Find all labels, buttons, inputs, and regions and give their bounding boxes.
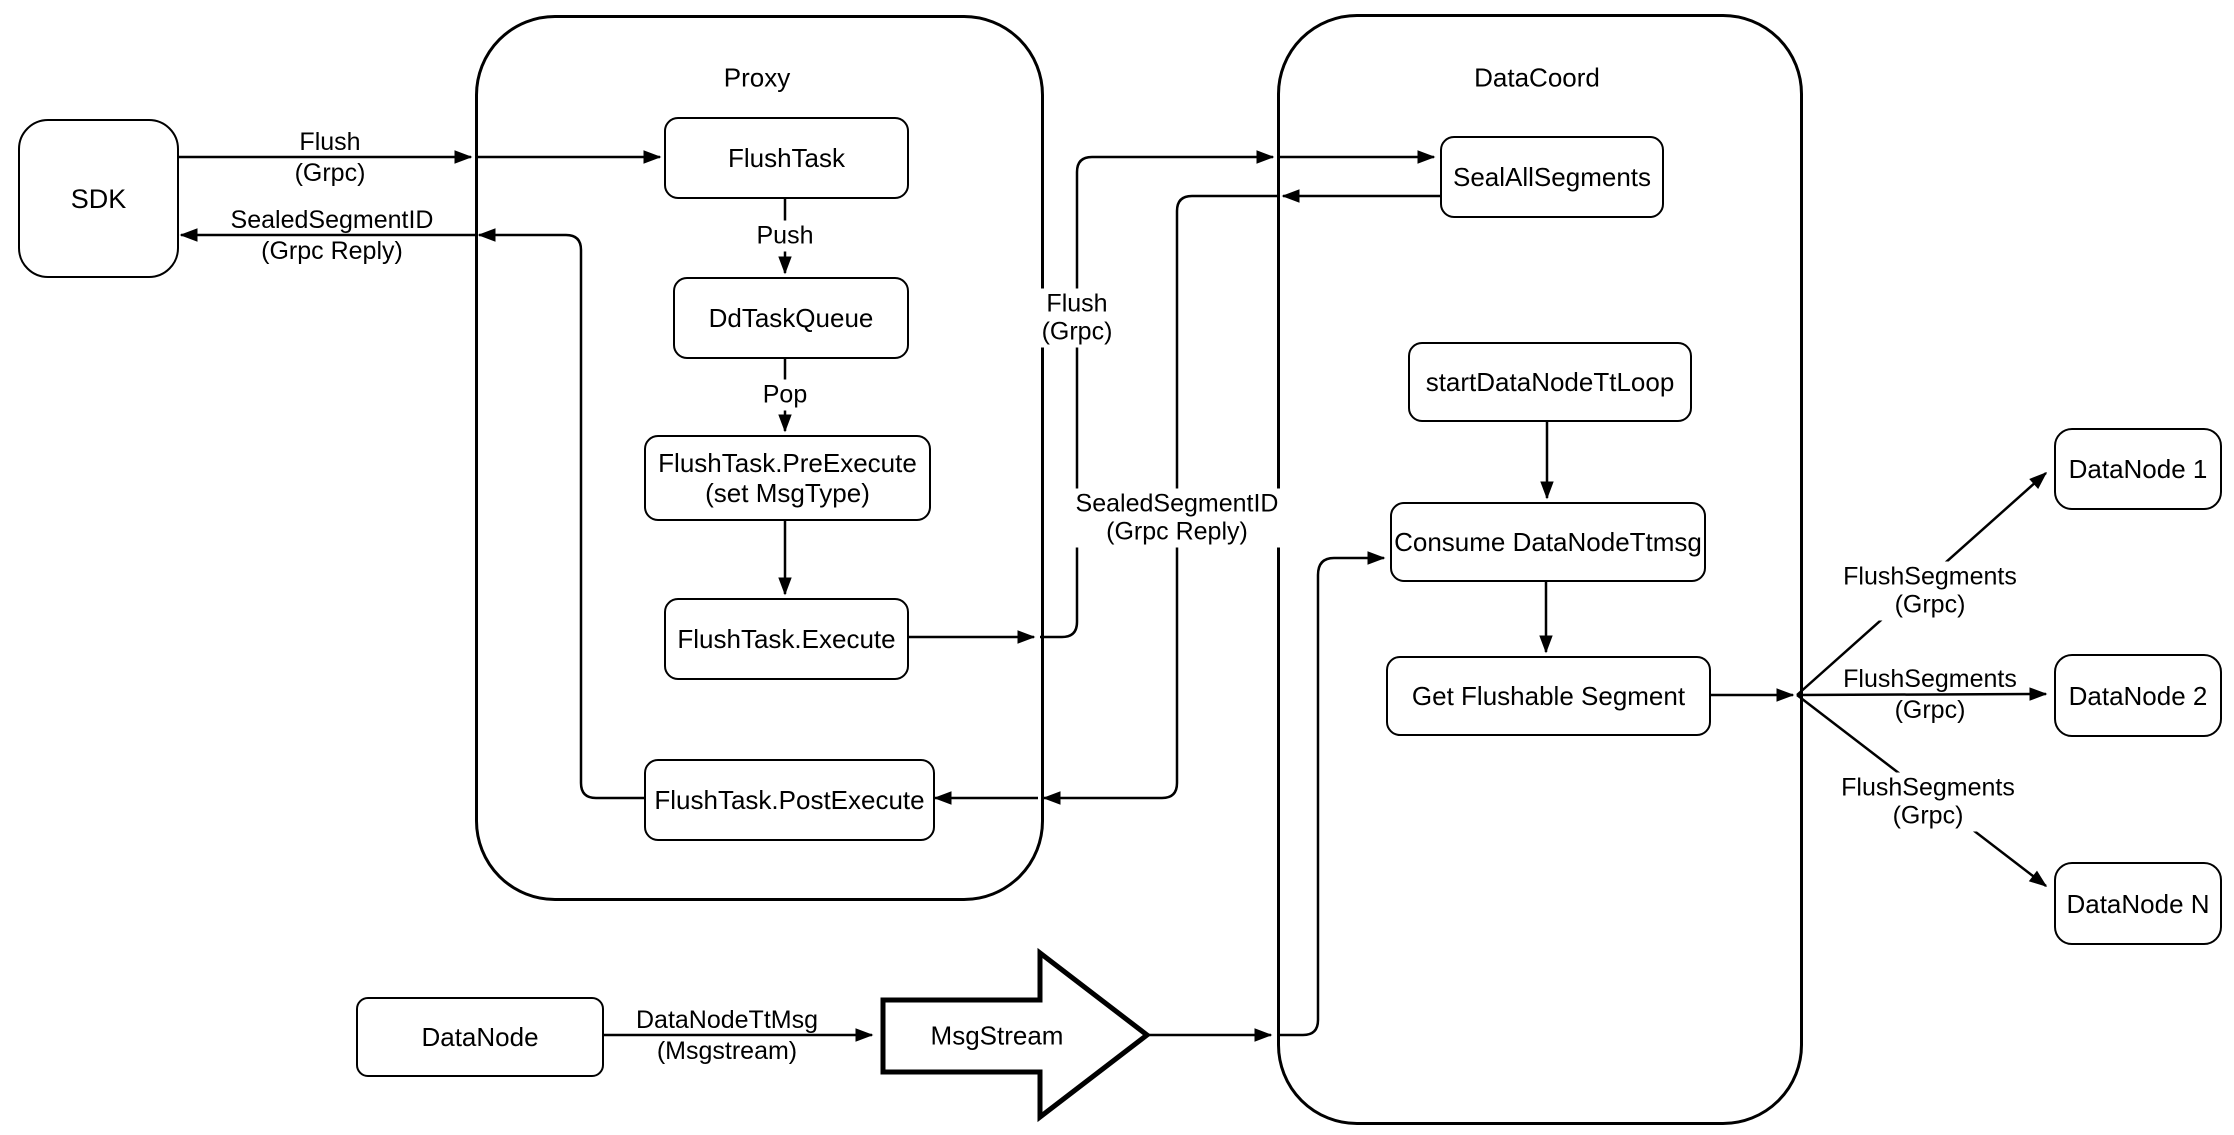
node-datanode: DataNode [356,997,604,1077]
edge-label-flushsegments-2: FlushSegments (Grpc) [1840,667,2020,723]
edge-flush-up [1040,150,1275,639]
edge-label-datanodettmsg: DataNodeTtMsg (Msgstream) [632,1008,822,1064]
node-postexecute: FlushTask.PostExecute [644,759,935,841]
edge-label-sealedsegmentid-sdk: SealedSegmentID (Grpc Reply) [227,208,437,264]
node-datanode-n-label: DataNode N [2066,888,2210,919]
node-sdk-label: SDK [70,183,127,214]
node-flushtask-label: FlushTask [727,143,846,173]
node-preexecute-sublabel: (set MsgType) [705,478,870,508]
node-ddtaskqueue: DdTaskQueue [673,277,909,359]
node-datanode-2: DataNode 2 [2054,654,2222,737]
node-preexecute: FlushTask.PreExecute (set MsgType) [644,435,931,521]
node-flushtask: FlushTask [664,117,909,199]
msgstream-label: MsgStream [930,1020,1064,1051]
proxy-container-label: Proxy [723,62,791,93]
node-preexecute-label: FlushTask.PreExecute [658,448,917,478]
edge-label-sealedsegmentid-mid: SealedSegmentID (Grpc Reply) [1070,488,1284,548]
node-getflushablesegment-label: Get Flushable Segment [1411,681,1686,711]
node-startdatanodettloop: startDataNodeTtLoop [1408,342,1692,422]
edge-label-pop: Pop [757,379,813,411]
node-ddtaskqueue-label: DdTaskQueue [708,303,874,333]
node-sealallsegments-label: SealAllSegments [1453,162,1651,192]
node-sealallsegments: SealAllSegments [1440,136,1664,218]
edge-label-flushsegments-n: FlushSegments (Grpc) [1836,772,2020,832]
node-startdatanodettloop-label: startDataNodeTtLoop [1425,367,1675,397]
node-datanode-1: DataNode 1 [2054,428,2222,510]
node-datanode-n: DataNode N [2054,862,2222,945]
node-execute-label: FlushTask.Execute [677,624,896,654]
edge-label-push: Push [751,220,819,252]
node-datanode-label: DataNode [421,1022,539,1052]
node-getflushablesegment: Get Flushable Segment [1386,656,1711,736]
edge-flushsegments-dn2 [1796,687,2048,701]
node-postexecute-label: FlushTask.PostExecute [654,785,925,815]
node-datanode-2-label: DataNode 2 [2068,680,2208,711]
node-consumedatanodettmsg: Consume DataNodeTtmsg [1390,502,1706,582]
node-execute: FlushTask.Execute [664,598,909,680]
datacoord-container-label: DataCoord [1474,62,1600,93]
node-sdk: SDK [18,119,179,278]
edge-label-flush-sdk: Flush (Grpc) [291,130,369,186]
node-consumedatanodettmsg-label: Consume DataNodeTtmsg [1394,527,1702,557]
edge-label-flushsegments-1: FlushSegments (Grpc) [1838,561,2022,621]
edge-label-flush-mid: Flush (Grpc) [1036,288,1118,348]
node-datanode-1-label: DataNode 1 [2068,454,2208,484]
edge-msgstream-up-to-consume [1277,551,1386,1037]
edge-postexecute-out [477,228,644,800]
msgstream-shape [880,947,1152,1123]
